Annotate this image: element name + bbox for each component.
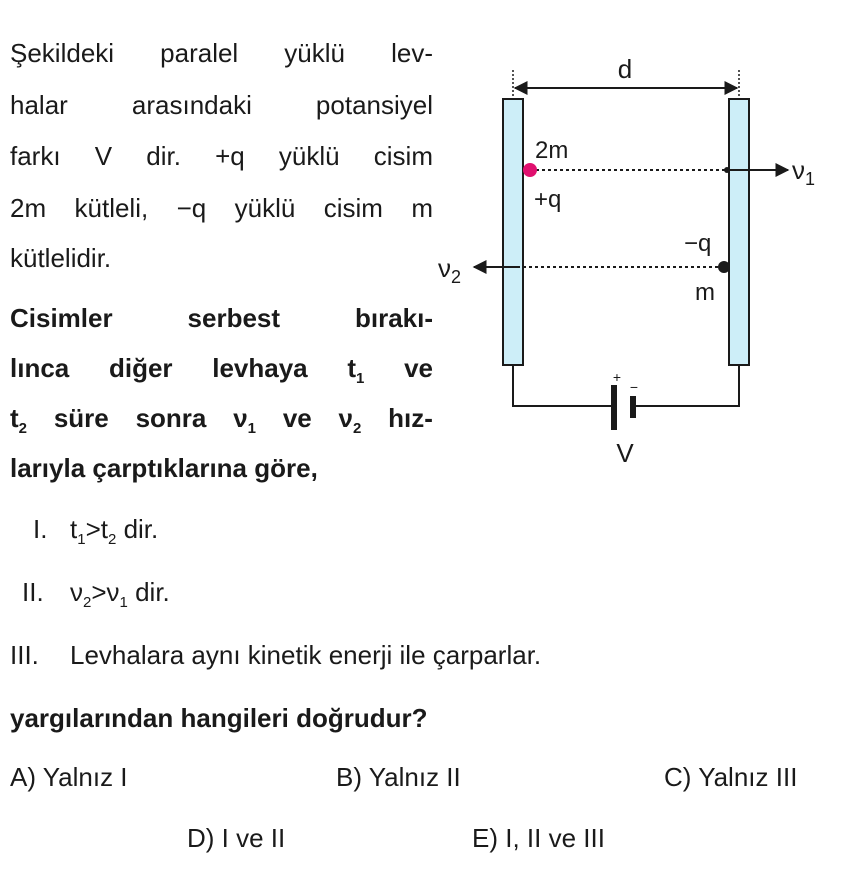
intro-line: 2m kütleli, −q yüklü cisim m — [10, 193, 433, 223]
statement-2-number: II. — [22, 577, 44, 607]
stem-text: ν2 — [338, 403, 362, 437]
stem-text: ν1 — [233, 403, 256, 437]
v1-label: ν1 — [792, 155, 815, 189]
intro-line: farkı V dir. +q yüklü cisim — [10, 141, 433, 171]
question-prompt: yargılarından hangileri doğrudur? — [10, 703, 428, 733]
stem-text: ve — [282, 403, 312, 433]
option-e[interactable]: E) I, II ve III — [472, 823, 605, 853]
left-plate — [502, 98, 524, 366]
stem-text: lınca diğer levhaya t1 — [10, 353, 365, 387]
wire — [512, 364, 613, 407]
battery-positive-plate — [611, 385, 617, 430]
charge-label-positive: +q — [534, 186, 561, 213]
statement-1-number: I. — [33, 514, 48, 544]
stem-text: sonra — [135, 403, 207, 433]
statement-3: Levhalara aynı kinetik enerji ile çarpar… — [70, 640, 542, 670]
wire — [633, 364, 740, 407]
stem-text: t2 — [10, 403, 28, 437]
question-stem-line: Cisimler serbest bırakı- — [10, 303, 433, 333]
question-stem-line: larıyla çarptıklarına göre, — [10, 453, 318, 483]
voltage-label: V — [616, 438, 634, 468]
statement-1: t1>t2 dir. — [70, 514, 159, 548]
battery-negative-plate — [630, 396, 636, 418]
arrival-point-1 — [724, 167, 730, 173]
stem-text: ve — [404, 353, 433, 383]
question-stem-line: t2 süre sonra ν1 ve ν2 hız- — [10, 403, 433, 437]
stem-text: süre — [53, 403, 109, 433]
positive-charge — [523, 163, 537, 177]
battery-plus-sign: + — [613, 369, 621, 385]
intro-line: Şekildeki paralel yüklü lev- — [10, 38, 433, 68]
statement-3-number: III. — [10, 640, 39, 670]
intro-line: halar arasındaki potansiyel — [10, 90, 433, 120]
right-plate — [728, 98, 750, 366]
charge-label-negative: −q — [684, 230, 711, 257]
distance-label: d — [618, 54, 632, 84]
statement-2: ν2>ν1 dir. — [70, 577, 170, 611]
stem-text: hız- — [388, 403, 433, 433]
negative-charge — [718, 261, 730, 273]
option-a[interactable]: A) Yalnız I — [10, 762, 128, 792]
battery-minus-sign: − — [630, 379, 638, 395]
intro-line: kütlelidir. — [10, 243, 112, 273]
mass-label-2m: 2m — [535, 137, 568, 164]
option-c[interactable]: C) Yalnız III — [664, 762, 798, 792]
option-b[interactable]: B) Yalnız II — [336, 762, 461, 792]
v2-label: ν2 — [438, 253, 461, 287]
option-d[interactable]: D) I ve II — [187, 823, 286, 853]
question-stem-line: lınca diğer levhaya t1 ve — [10, 353, 433, 387]
mass-label-m: m — [695, 279, 715, 306]
